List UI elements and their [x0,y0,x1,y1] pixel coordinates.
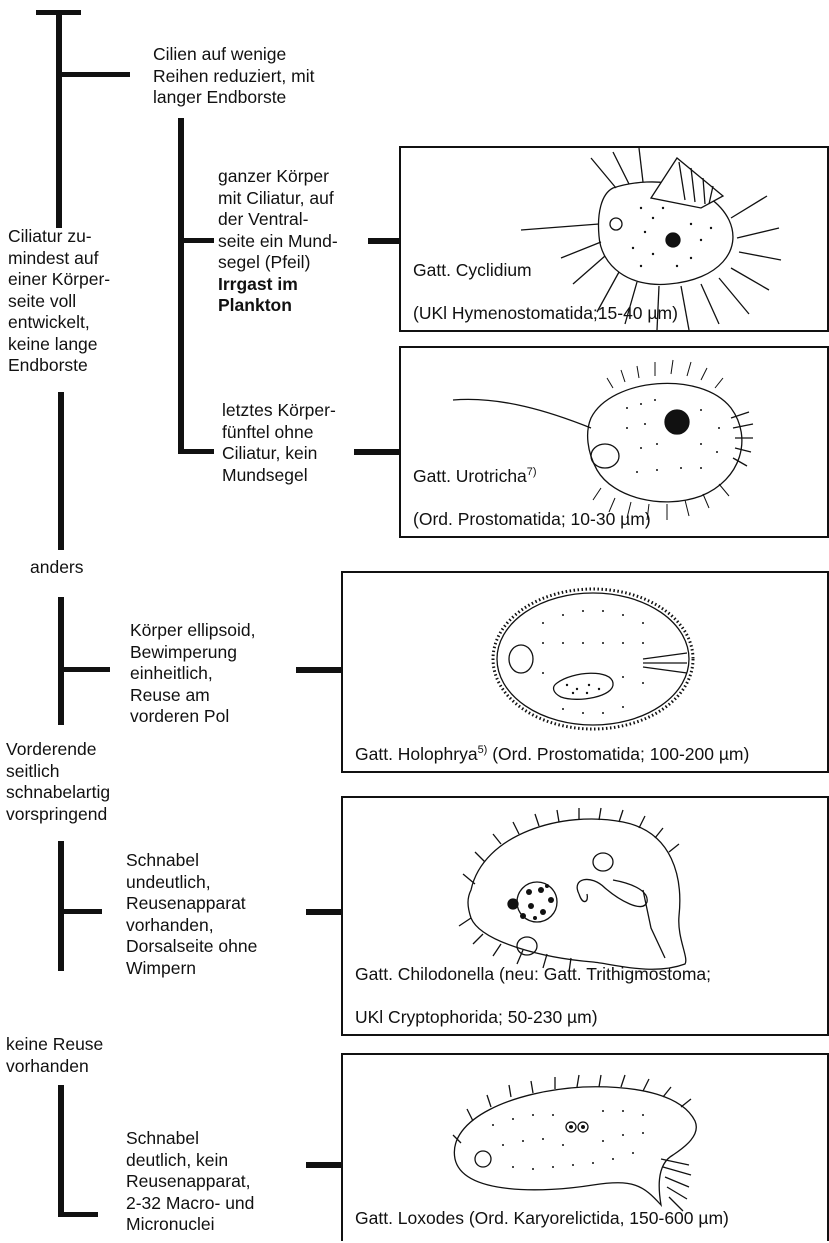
key-line-bold: Irrgast im [218,274,338,296]
key-line: ganzer Körper [218,166,338,188]
taxon-name: Gatt. Holophrya [355,744,478,764]
key-cilien-reduced: Cilien auf wenige Reihen reduziert, mit … [153,44,314,109]
key-anders: anders [30,557,84,579]
key-line: keine lange [8,334,110,356]
key-line: mit Ciliatur, auf [218,188,338,210]
taxon-box-urotricha: Gatt. Urotricha7) (Ord. Prostomatida; 10… [399,346,829,538]
footnote-marker: 5) [478,744,488,756]
key-line: einer Körper- [8,269,110,291]
key-line: segel (Pfeil) [218,252,338,274]
taxon-name: Gatt. Loxodes [355,1208,464,1228]
main-stem-upper [56,10,62,228]
branch-last [178,449,214,454]
key-keine-reuse: keine Reuse vorhanden [6,1034,103,1077]
key-schnabel-undeutlich: Schnabel undeutlich, Reusenapparat vorha… [126,850,257,979]
taxon-name: Gatt. Urotricha [413,466,527,486]
connector-loxodes [306,1162,342,1168]
branch-chilodonella [58,909,102,914]
stem-chilodonella [58,841,64,971]
key-line: seite voll [8,291,110,313]
key-line: der Ventral- [218,209,338,231]
taxon-range: (Ord. Prostomatida; 100-200 µm) [487,744,749,764]
taxon-name: Gatt. Chilodonella (neu: Gatt. Trithigmo… [355,964,711,984]
key-line: Ciliatur zu- [8,226,110,248]
key-line-bold: Plankton [218,295,338,317]
branch-ventral [178,238,214,243]
key-schnabel-deutlich: Schnabel deutlich, kein Reusenapparat, 2… [126,1128,254,1236]
branch-loxodes [58,1212,98,1217]
connector-cyclidium [368,238,400,244]
key-line: Endborste [8,355,110,377]
footnote-marker: 7) [527,466,537,478]
taxon-box-cyclidium: Gatt. Cyclidium (UKl Hymenostomatida;15-… [399,146,829,332]
connector-chilodonella [306,909,342,915]
key-line: entwickelt, [8,312,110,334]
branch-reduced [56,72,130,77]
stem-holophrya [58,597,64,725]
stem-loxodes [58,1085,64,1217]
taxon-caption-urotricha: Gatt. Urotricha7) (Ord. Prostomatida; 10… [413,440,651,530]
taxon-range: (Ord. Prostomatida; 10-30 µm) [413,509,651,529]
key-koerper-ellipsoid: Körper ellipsoid, Bewimperung einheitlic… [130,620,255,728]
key-line: seite ein Mund- [218,231,338,253]
connector-urotricha [354,449,400,455]
taxon-range: (UKl Hymenostomatida;15-40 µm) [413,303,678,323]
key-ciliatur-full: Ciliatur zu- mindest auf einer Körper- s… [8,226,110,377]
taxon-caption-cyclidium: Gatt. Cyclidium (UKl Hymenostomatida;15-… [413,238,678,324]
key-line: mindest auf [8,248,110,270]
taxon-box-loxodes: Gatt. Loxodes (Ord. Karyorelictida, 150-… [341,1053,829,1241]
taxon-box-holophrya: Gatt. Holophrya5) (Ord. Prostomatida; 10… [341,571,829,773]
taxon-range: (Ord. Karyorelictida, 150-600 µm) [464,1208,729,1228]
taxon-name: Gatt. Cyclidium [413,260,532,280]
taxon-box-chilodonella: Gatt. Chilodonella (neu: Gatt. Trithigmo… [341,796,829,1036]
key-last-fifth: letztes Körper- fünftel ohne Ciliatur, k… [222,400,336,486]
connector-holophrya [296,667,342,673]
sub-stem [178,118,184,454]
main-stem-lower [58,392,64,550]
key-vorderende: Vorderende seitlich schnabelartig vorspr… [6,739,110,825]
branch-holophrya [58,667,110,672]
taxon-caption-loxodes: Gatt. Loxodes (Ord. Karyorelictida, 150-… [355,1186,729,1229]
taxon-caption-chilodonella: Gatt. Chilodonella (neu: Gatt. Trithigmo… [355,942,711,1028]
key-ventral-segel: ganzer Körper mit Ciliatur, auf der Vent… [218,166,338,317]
taxon-caption-holophrya: Gatt. Holophrya5) (Ord. Prostomatida; 10… [355,718,749,765]
taxon-range: UKl Cryptophorida; 50-230 µm) [355,1007,598,1027]
